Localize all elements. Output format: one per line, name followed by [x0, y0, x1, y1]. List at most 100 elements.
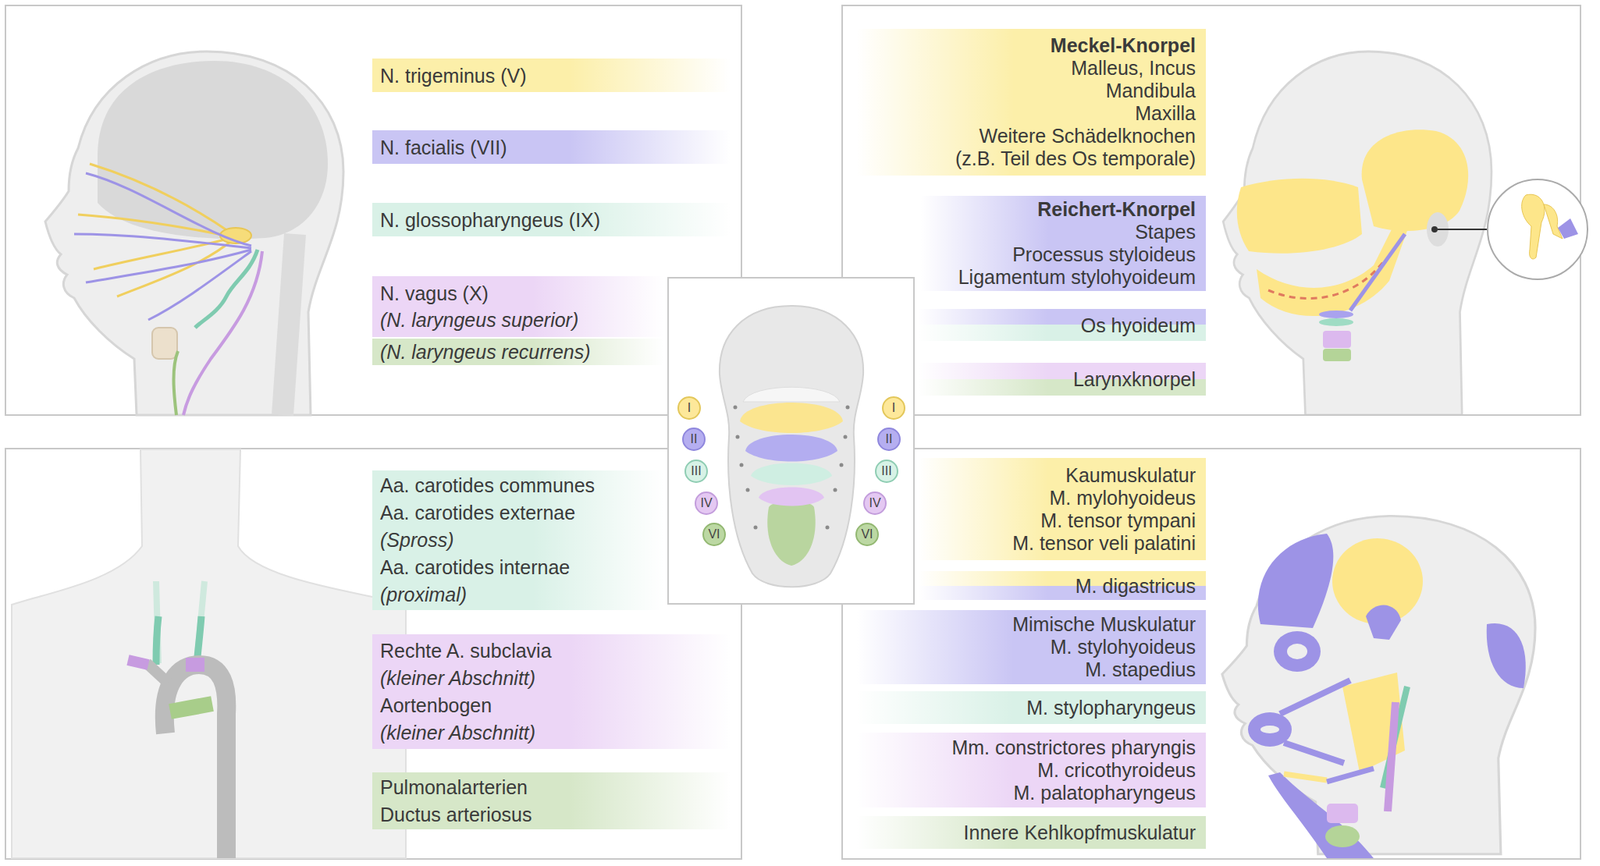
band-text: N. vagus (X)	[380, 280, 489, 307]
torso-arteries	[11, 449, 406, 859]
band-text: N. facialis (VII)	[380, 135, 508, 160]
band-text: M. stylopharyngeus	[1026, 696, 1196, 720]
band-heading: Meckel-Knorpel	[1050, 34, 1196, 57]
band-text: Mimische Muskulatur	[1012, 613, 1196, 637]
arch-number: IV	[868, 497, 881, 510]
head-outline	[1223, 51, 1492, 415]
head-muscles	[1222, 515, 1536, 859]
subclavian-part	[128, 660, 149, 665]
arch-number-circle: I	[677, 396, 701, 420]
dot	[733, 405, 738, 410]
styloid	[1350, 234, 1405, 311]
panel-frame	[5, 448, 742, 860]
dot	[746, 488, 751, 493]
band-note: (kleiner Abschnitt)	[380, 664, 536, 693]
color-band: N. glossopharyngeus (IX)	[372, 202, 730, 237]
nerve-branch	[74, 234, 252, 249]
frontalis	[1258, 533, 1334, 629]
color-band: Meckel-KnorpelMalleus, IncusMandibulaMax…	[856, 28, 1206, 176]
arch-number: III	[690, 465, 701, 478]
mouth	[1260, 725, 1280, 734]
nerve-branch	[85, 249, 252, 283]
band-text: M. mylohyoideus	[1048, 487, 1196, 510]
constrictor	[1387, 702, 1396, 812]
hyoid	[1319, 318, 1354, 327]
band-text: Kaumuskulatur	[1065, 464, 1196, 488]
color-band: Aa. carotides communesAa. carotides exte…	[372, 470, 664, 611]
zygomaticus	[1280, 680, 1351, 715]
head-outline	[1222, 515, 1536, 854]
arch-number-circle: IV	[694, 491, 719, 516]
arch-number-circle: I	[881, 396, 906, 420]
incus	[1543, 204, 1563, 239]
band-text: Aa. carotides externae	[380, 499, 576, 527]
recurrent-nerve	[174, 351, 179, 416]
color-band: Reichert-KnorpelStapesProcessus styloide…	[920, 195, 1206, 292]
ductus	[170, 704, 213, 712]
spine	[282, 234, 296, 416]
arch-three	[750, 463, 832, 487]
temporal-bone	[1361, 129, 1469, 232]
buccinator	[1283, 743, 1344, 764]
band-text: (z.B. Teil des Os temporale)	[955, 147, 1196, 171]
color-band: Mimische MuskulaturM. stylohyoideusM. st…	[856, 610, 1206, 685]
vagus-nerve	[183, 251, 263, 416]
dot	[825, 526, 830, 530]
panel-frame	[842, 5, 1581, 416]
arch-number-circle: III	[874, 459, 899, 484]
maxilla	[1237, 178, 1362, 254]
orbicularis-oculi	[1273, 631, 1321, 672]
panel-frame	[668, 277, 914, 605]
arch-six	[767, 501, 815, 567]
band-text: N. trigeminus (V)	[380, 64, 527, 88]
eye	[1287, 643, 1308, 660]
head-outline	[45, 51, 344, 416]
orbicularis-oris	[1248, 712, 1292, 747]
band-text: M. tensor tympani	[1040, 509, 1196, 533]
band-text: M. palatopharyngeus	[1013, 782, 1196, 805]
larynx	[1322, 348, 1352, 362]
auricular-muscle	[1365, 605, 1401, 640]
color-band: PulmonalarterienDuctus arteriosus	[372, 772, 730, 830]
arch-number: VI	[707, 528, 720, 541]
band-text: Ligamentum stylohyoideum	[958, 266, 1196, 289]
arch-number: II	[690, 433, 698, 446]
dot	[843, 435, 848, 440]
ear-muscle	[1486, 623, 1526, 689]
larynx	[152, 327, 178, 360]
arch-two	[745, 434, 838, 463]
color-band: Mm. constrictores pharyngisM. cricothyro…	[856, 732, 1206, 808]
band-text: Pulmonalarterien	[380, 774, 528, 802]
malleus	[1521, 194, 1545, 260]
band-text: Maxilla	[1134, 102, 1196, 125]
band-text: Innere Kehlkopfmuskulatur	[963, 821, 1196, 845]
leader-line	[1437, 228, 1488, 231]
band-text: Mm. constrictores pharyngis	[951, 736, 1196, 760]
pharyngeal-dots	[733, 405, 850, 530]
digastric	[1326, 768, 1374, 783]
pointer-dot	[1431, 226, 1438, 233]
panel-frame	[842, 448, 1581, 860]
band-text: Processus styloideus	[1012, 243, 1196, 267]
color-band: N. facialis (VII)	[372, 130, 730, 164]
dot	[753, 526, 758, 530]
band-text: M. cricothyroideus	[1037, 759, 1196, 783]
band-text: M. tensor veli palatini	[1012, 532, 1196, 555]
head-nerves	[45, 51, 344, 416]
band-text: M. stapedius	[1084, 658, 1196, 682]
hyoid	[1319, 310, 1354, 319]
arch-one	[739, 402, 843, 434]
band-text: Ductus arteriosus	[380, 801, 533, 829]
arch-number: IV	[700, 497, 712, 510]
dot	[736, 435, 740, 440]
band-text: M. stylohyoideus	[1050, 636, 1196, 659]
nerve-branch	[89, 163, 231, 233]
aorta	[164, 664, 228, 859]
color-band: Innere Kehlkopfmuskulatur	[856, 816, 1206, 850]
brachiocephalic	[146, 663, 168, 683]
carotid	[156, 616, 159, 665]
arch-number-circle: VI	[855, 522, 879, 547]
torso-outline	[11, 449, 406, 859]
embryo	[719, 305, 864, 587]
